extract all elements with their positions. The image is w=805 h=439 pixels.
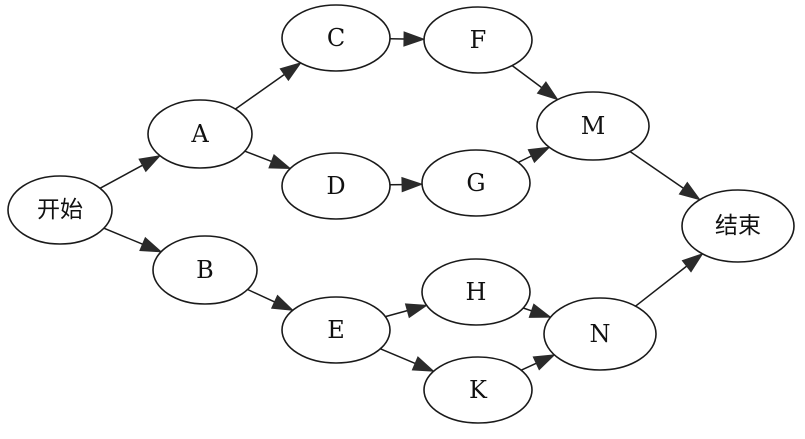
arrowhead-icon (138, 154, 162, 173)
node-N: N (543, 297, 657, 371)
edge-A-C (234, 62, 302, 110)
edge-line (103, 227, 143, 245)
node-B: B (152, 235, 258, 305)
node-ellipse (536, 91, 650, 161)
node-label: A (190, 120, 209, 148)
edge-line (234, 73, 285, 110)
node-label: N (590, 320, 611, 348)
arrowhead-icon (532, 354, 556, 371)
edge-line (629, 150, 684, 189)
node-G: G (421, 149, 531, 217)
edge-line (511, 64, 543, 89)
node-label: 结束 (715, 213, 761, 239)
edge-K-N (520, 354, 556, 371)
node-end: 结束 (681, 189, 795, 263)
node-label: E (327, 316, 345, 344)
edge-line (247, 288, 275, 303)
node-label: K (469, 376, 488, 404)
node-F: F (423, 6, 533, 74)
node-label: M (581, 112, 606, 140)
edge-line (522, 307, 532, 312)
arrowhead-icon (139, 236, 163, 253)
edge-F-M (511, 64, 559, 101)
arrowhead-icon (681, 252, 704, 273)
edge-line (99, 164, 143, 189)
edges-layer (99, 31, 704, 372)
arrowhead-icon (403, 31, 426, 47)
edge-G-M (517, 146, 551, 164)
edge-line (385, 309, 408, 318)
edge-line (517, 155, 532, 164)
node-M: M (536, 91, 650, 161)
edge-E-K (380, 348, 435, 372)
arrowhead-icon (401, 176, 424, 193)
edge-line (380, 348, 416, 365)
node-label: B (196, 256, 214, 284)
edge-B-E (247, 288, 295, 311)
node-label: D (326, 172, 345, 200)
edge-H-N (522, 303, 552, 318)
node-ellipse (281, 152, 391, 220)
node-label: G (466, 169, 485, 197)
node-E: E (281, 296, 391, 364)
node-ellipse (681, 189, 795, 263)
node-label: 开始 (37, 197, 83, 223)
edge-line (244, 150, 272, 163)
arrowhead-icon (268, 153, 292, 170)
edge-line (520, 362, 537, 371)
node-ellipse (152, 235, 258, 305)
edge-line (635, 265, 688, 307)
arrowhead-icon (678, 181, 702, 201)
edge-A-D (244, 150, 292, 170)
edge-M-end (629, 150, 702, 201)
node-label: C (327, 24, 345, 52)
node-ellipse (543, 297, 657, 371)
node-ellipse (423, 6, 533, 74)
edge-E-H (385, 303, 429, 319)
arrowhead-icon (527, 146, 551, 164)
arrowhead-icon (270, 294, 295, 311)
arrowhead-icon (411, 356, 435, 372)
nodes-layer: 开始 A B C D E F G H K M N 结束 (7, 4, 795, 424)
node-ellipse (7, 175, 113, 245)
node-ellipse (421, 149, 531, 217)
node-ellipse (281, 4, 391, 72)
node-ellipse (423, 356, 533, 424)
node-ellipse (281, 296, 391, 364)
node-start: 开始 (7, 175, 113, 245)
node-A: A (147, 99, 253, 169)
node-H: H (421, 258, 531, 326)
node-D: D (281, 152, 391, 220)
edge-C-F (389, 31, 426, 47)
node-C: C (281, 4, 391, 72)
arrowhead-icon (536, 81, 559, 101)
node-label: H (466, 278, 487, 306)
edge-start-A (99, 154, 162, 189)
node-K: K (423, 356, 533, 424)
node-label: F (470, 26, 487, 54)
edge-N-end (635, 252, 704, 307)
node-ellipse (421, 258, 531, 326)
arrowhead-icon (279, 62, 302, 82)
node-ellipse (147, 99, 253, 169)
arrowhead-icon (528, 303, 552, 318)
arrowhead-icon (404, 303, 429, 319)
edge-D-G (389, 176, 424, 193)
edge-start-B (103, 227, 163, 253)
